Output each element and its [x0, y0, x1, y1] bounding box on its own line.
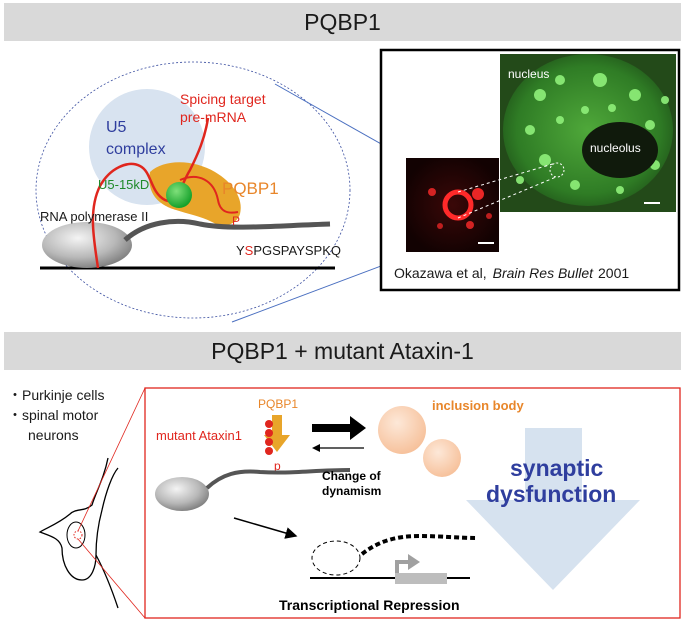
repression-arrow	[233, 517, 298, 539]
ctd-tail	[123, 218, 331, 242]
splicing-diagram: U5 complex Spicing target pre-mRNA U5-15…	[35, 61, 414, 323]
rna-pol-bottom-ball	[155, 477, 209, 511]
nucleus-outline	[35, 61, 351, 319]
seq-rest: PGSPAYSPKQ	[253, 243, 341, 258]
ataxin-bead-1	[265, 420, 273, 428]
change-label-2: dynamism	[322, 484, 381, 498]
p-mark-bottom: p	[274, 459, 281, 473]
seq-s: S	[245, 243, 254, 258]
neuron-focus	[73, 530, 83, 540]
section-header-pqbp1: PQBP1	[4, 3, 681, 41]
pqbp1-protein-shape	[149, 162, 241, 226]
forward-equilibrium-arrow	[312, 416, 366, 440]
cells-line-3: neurons	[28, 427, 79, 443]
nucleolus-label: nucleolus	[590, 141, 641, 155]
red-dot-1	[472, 188, 484, 200]
neuron-axon	[95, 554, 119, 609]
cells-line-1: ・Purkinje cells	[8, 387, 104, 403]
u5-label: U5	[106, 119, 127, 136]
dysfunction-label: dysfunction	[486, 481, 616, 507]
inclusion-body-large	[378, 406, 426, 454]
citation-authors: Okazawa et al,	[394, 265, 487, 281]
target-label-1: Spicing target	[180, 91, 266, 107]
neuron-panel: ・Purkinje cells ・spinal motor neurons	[8, 387, 146, 619]
change-label-1: Change of	[322, 469, 382, 483]
pqbp1-bottom-label: PQBP1	[258, 397, 298, 411]
target-label-2: pre-mRNA	[180, 109, 247, 125]
big-downward-arrow	[466, 428, 640, 590]
ctd-tail-bottom	[205, 468, 351, 490]
complex-label: complex	[106, 141, 166, 158]
u5-15kd-ball	[166, 182, 192, 208]
cells-line-2: ・spinal motor	[8, 407, 99, 423]
red-dot-4	[437, 223, 443, 229]
dissociated-tail	[360, 533, 477, 556]
pqbp1-label: PQBP1	[222, 179, 279, 198]
red-dot-3	[466, 221, 474, 229]
zoom-dash-1	[457, 162, 557, 193]
mutant-ataxin-label: mutant Ataxin1	[156, 428, 242, 443]
neuron-zoom-line-1	[77, 387, 146, 532]
neuron-outline	[38, 457, 119, 581]
gene-body	[395, 573, 447, 584]
ataxin-bead-3	[265, 438, 273, 446]
inclusion-body-small	[423, 439, 461, 477]
neuron-zoom-line-2	[77, 538, 146, 619]
rna-polymerase-ball	[42, 222, 132, 268]
transcriptional-repression-label: Transcriptional Repression	[279, 597, 460, 613]
sequence-label: YSPGSPAYSPKQ	[236, 243, 341, 258]
red-dot-5	[486, 213, 492, 219]
citation-journal: Brain Res Bullet	[493, 265, 594, 281]
synaptic-label: synaptic	[510, 455, 604, 481]
tss-arrow-stem	[395, 560, 410, 573]
u5-15kd-label: U5-15kD	[98, 177, 149, 192]
red-dot-2	[428, 188, 436, 196]
seq-y: Y	[236, 243, 245, 258]
tss-arrow-head	[408, 554, 420, 570]
pre-mrna-loop	[179, 175, 239, 214]
ataxin-bead-4	[265, 447, 273, 455]
neuron-nucleus	[66, 521, 86, 549]
rna-pol-label: RNA polymerase II	[40, 209, 148, 224]
section-header-mutant-ataxin: PQBP1 + mutant Ataxin-1	[4, 332, 681, 370]
citation-year: 2001	[598, 265, 629, 281]
reverse-equilibrium-head	[312, 444, 320, 452]
ataxin-bead-2	[265, 429, 273, 437]
nucleus-label: nucleus	[508, 67, 549, 81]
nucleolus-dark	[582, 122, 658, 178]
mechanism-panel: synaptic dysfunction PQBP1 mutant Ataxin…	[144, 387, 681, 619]
dissociated-pol-outline	[311, 540, 361, 576]
pre-mrna-strand	[91, 117, 210, 269]
micrograph-panel: nucleus nucleolus Okazawa et al, Brain Re…	[379, 48, 681, 292]
red-image-bg	[406, 158, 499, 252]
phospho-mark: P	[232, 214, 240, 228]
inclusion-body-label: inclusion body	[432, 398, 524, 413]
mechanism-frame	[144, 387, 681, 619]
zoom-target	[549, 162, 565, 178]
